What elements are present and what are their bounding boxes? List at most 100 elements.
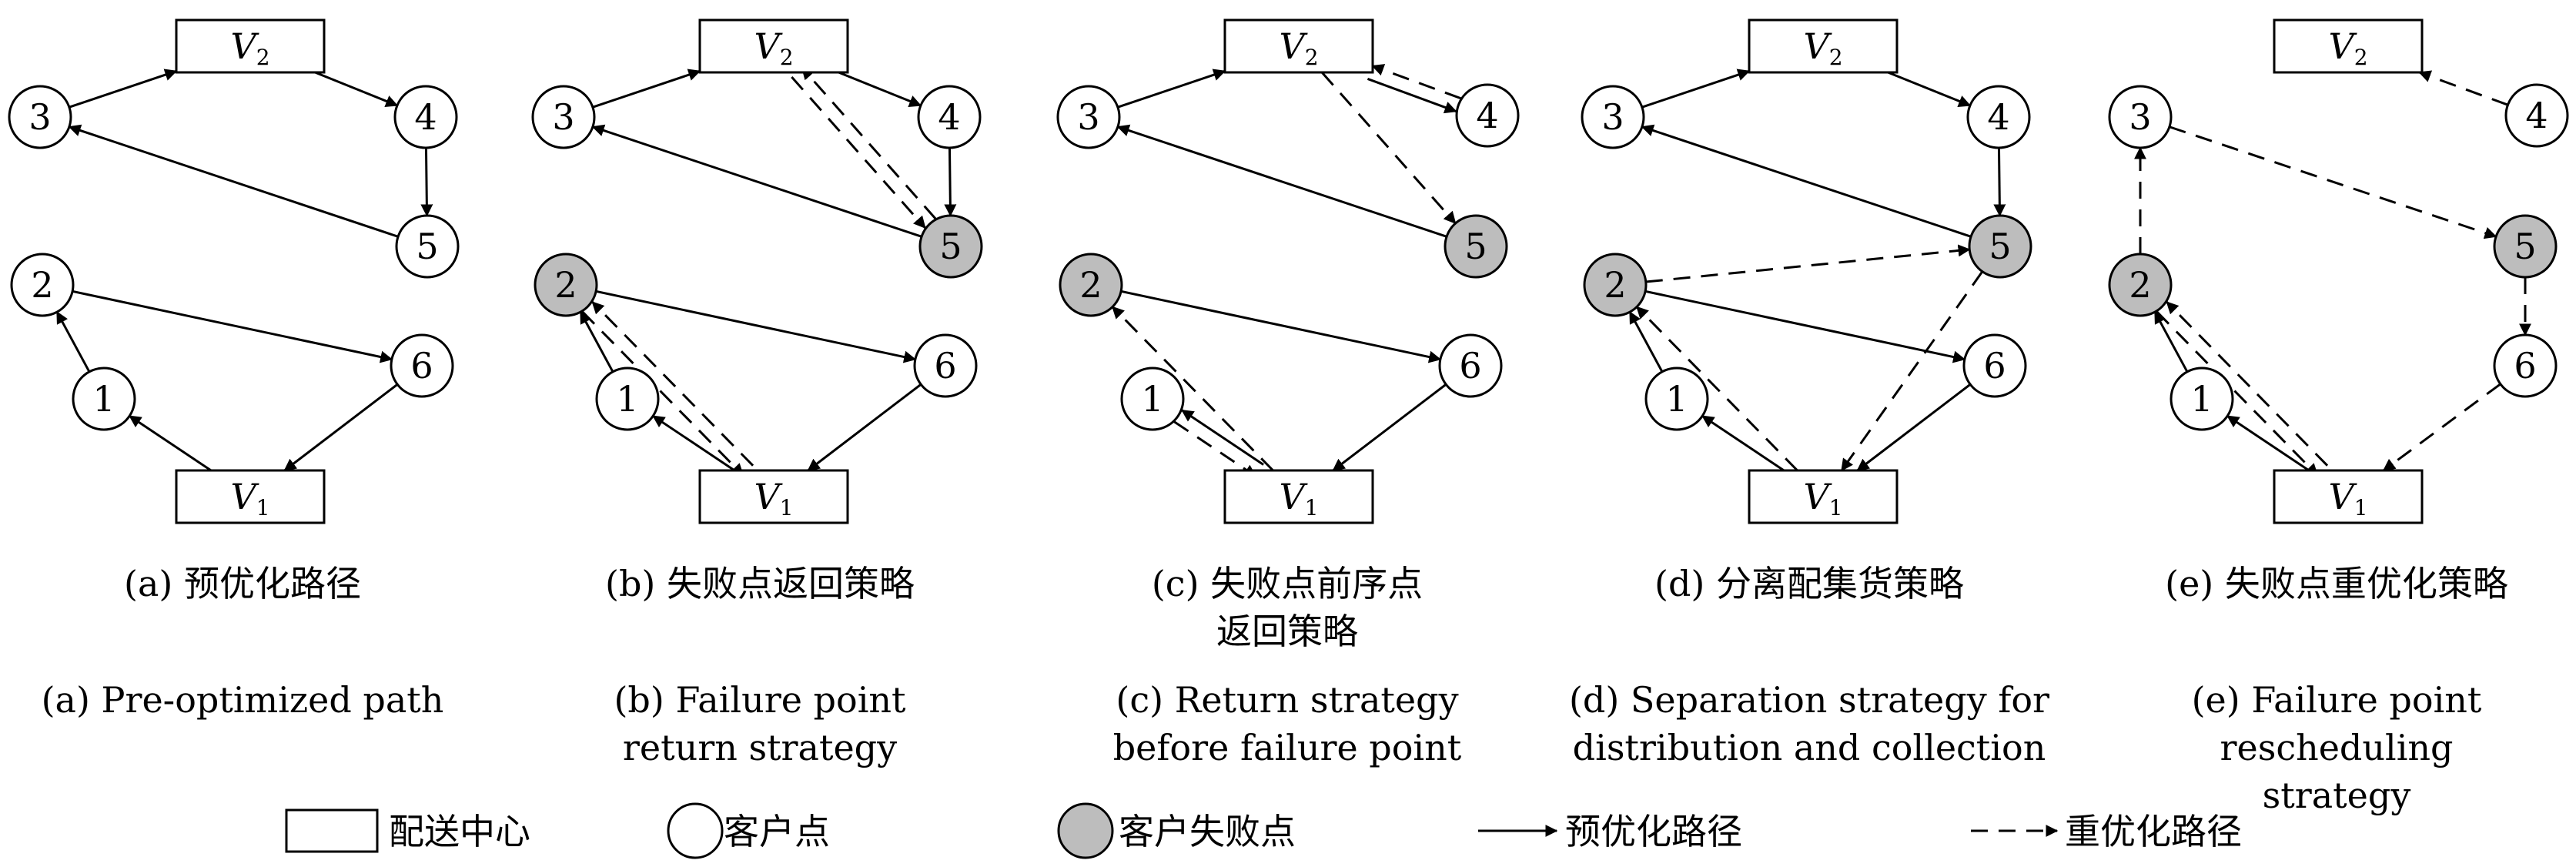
legend-depot-label: 配送中心 <box>389 811 530 852</box>
edge-3-to-V2-solid <box>1641 69 1751 109</box>
edge-V1-to-1-solid <box>652 414 735 472</box>
node-label-4: 4 <box>2525 95 2548 136</box>
failure-node-2 <box>1583 253 1648 317</box>
customer-node-3 <box>2108 85 2173 149</box>
edge-5-to-V1-dashed <box>1840 270 1984 472</box>
customer-node-6 <box>2493 333 2558 398</box>
edge-2-to-5-dashed <box>1645 244 1971 283</box>
node-label-3: 3 <box>552 96 574 138</box>
node-label-5: 5 <box>1989 226 2011 267</box>
caption-en-e: (e) Failure point rescheduling strategy <box>2191 679 2482 816</box>
edge-1-to-V1-dashed <box>1173 420 1257 477</box>
depot-V1-node <box>1748 469 1899 524</box>
edge-2-to-V1-dashed <box>2156 310 2319 477</box>
customer-node-4 <box>2504 83 2569 148</box>
customer-node-5 <box>395 214 460 279</box>
caption-en-a: (a) Pre-optimized path <box>41 679 444 721</box>
legend <box>285 802 2059 859</box>
node-label-1: 1 <box>92 378 115 420</box>
edge-6-to-V1-dashed <box>2382 383 2501 472</box>
legend-failure-label: 客户失败点 <box>1119 811 1296 852</box>
edge-V2-to-4-solid <box>314 71 399 107</box>
customer-node-3 <box>531 85 596 149</box>
edge-V1-to-2-dashed <box>2166 301 2329 467</box>
legend-failure-icon <box>1057 802 1114 859</box>
customer-node-4 <box>1455 83 1520 148</box>
node-label-1: 1 <box>1665 378 1688 420</box>
caption-cn-a: (a) 预优化路径 <box>124 563 361 604</box>
depot-V2-node <box>175 18 326 74</box>
node-label-5: 5 <box>2514 226 2536 267</box>
depot-V1-node <box>175 469 326 524</box>
node-label-6: 6 <box>1983 345 2006 387</box>
node-label-6: 6 <box>410 345 433 387</box>
customer-node-1 <box>72 367 136 431</box>
caption-cn-e: (e) 失败点重优化策略 <box>2165 563 2508 604</box>
edge-2-to-6-solid <box>72 290 393 363</box>
customer-node-6 <box>1438 333 1503 398</box>
edge-V1-to-2-dashed <box>1635 306 1798 472</box>
edge-3-to-V2-solid <box>1117 69 1226 109</box>
node-label-1: 1 <box>1141 378 1163 420</box>
customer-node-6 <box>1962 333 2027 398</box>
node-label-5: 5 <box>416 226 438 267</box>
node-label-2: 2 <box>554 264 577 306</box>
node-label-1: 1 <box>2190 378 2213 420</box>
legend-preoptimized-label: 预优化路径 <box>1565 811 1742 852</box>
edge-5-to-3-solid <box>591 124 922 238</box>
node-label-2: 2 <box>1604 264 1626 306</box>
depot-V1-node <box>2273 469 2424 524</box>
edge-V1-to-1-solid <box>2226 414 2310 472</box>
customer-node-1 <box>1644 367 1709 431</box>
edge-V2-to-5-dashed <box>791 75 926 229</box>
node-label-4: 4 <box>1476 95 1498 136</box>
customer-node-4 <box>1966 85 2031 149</box>
node-label-3: 3 <box>2129 96 2151 138</box>
edge-2-to-V1-dashed <box>581 310 744 477</box>
edge-6-to-V1-solid <box>807 383 922 472</box>
edge-V1-to-1-solid <box>1701 414 1785 472</box>
edge-4-to-V2-dashed <box>2418 70 2508 106</box>
node-label-6: 6 <box>934 345 956 387</box>
edge-V2-to-4-solid <box>838 71 922 107</box>
customer-node-4 <box>393 85 458 149</box>
customer-node-2 <box>10 253 75 317</box>
depot-V2-node <box>698 18 849 74</box>
caption-en-c: (c) Return strategy before failure point <box>1112 679 1462 768</box>
legend-customer-label: 客户点 <box>724 811 830 852</box>
edge-6-to-V1-solid <box>1856 383 1972 472</box>
edge-1-to-2-solid <box>1628 311 1664 373</box>
legend-depot-icon <box>285 808 379 853</box>
edge-3-to-V2-solid <box>69 69 178 109</box>
node-label-6: 6 <box>1459 345 1481 387</box>
node-label-2: 2 <box>31 264 53 306</box>
customer-node-3 <box>1056 85 1121 149</box>
failure-node-5 <box>1444 214 1508 279</box>
failure-node-2 <box>2108 253 2173 317</box>
edge-V2-to-4-solid <box>1367 78 1457 114</box>
node-label-5: 5 <box>1464 226 1487 267</box>
edge-V1-to-2-dashed <box>1111 306 1274 472</box>
customer-node-1 <box>595 367 660 431</box>
caption-cn-b: (b) 失败点返回策略 <box>605 563 915 604</box>
customer-node-4 <box>917 85 982 149</box>
edge-4-to-5-solid <box>420 147 433 217</box>
node-label-3: 3 <box>1077 96 1099 138</box>
edge-V2-to-4-solid <box>1887 71 1972 107</box>
legend-reoptimized-label: 重优化路径 <box>2065 811 2242 852</box>
node-label-6: 6 <box>2514 345 2536 387</box>
customer-node-1 <box>2170 367 2234 431</box>
edge-1-to-2-solid <box>579 311 614 373</box>
caption-en-d: (d) Separation strategy for distribution… <box>1568 679 2050 768</box>
node-label-1: 1 <box>616 378 638 420</box>
depot-V2-node <box>1748 18 1899 74</box>
edge-3-to-V2-solid <box>592 69 701 109</box>
customer-node-1 <box>1120 367 1185 431</box>
depot-V1-node <box>1223 469 1374 524</box>
customer-node-6 <box>913 333 978 398</box>
caption-en-b: (b) Failure point return strategy <box>614 679 906 768</box>
failure-node-2 <box>1059 253 1123 317</box>
